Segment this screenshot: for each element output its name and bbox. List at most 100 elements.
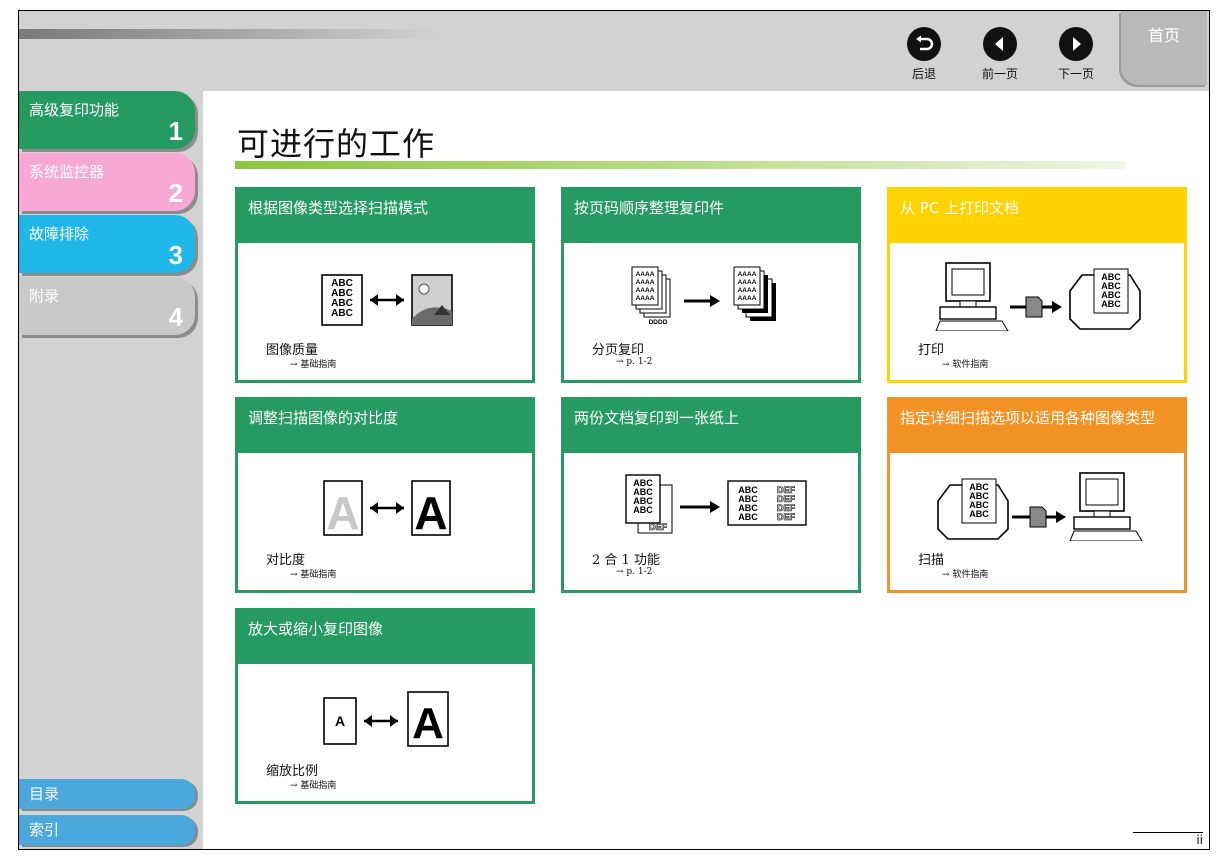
sidebar-item-label: 故障排除 xyxy=(29,225,90,243)
card-body: A A 对比度 → 基础指南 xyxy=(238,453,532,590)
card-scan-options: 指定详细扫描选项以适用各种图像类型 ABC ABC ABC ABC 扫描 → xyxy=(887,397,1187,593)
back-label: 后退 xyxy=(911,67,936,81)
feature-label: 对比度 xyxy=(266,553,306,568)
feature-label: 扫描 xyxy=(918,553,945,568)
reference-link[interactable]: → p. 1-2 xyxy=(616,567,653,577)
sidebar-item-troubleshooting[interactable]: 故障排除 3 xyxy=(19,215,195,273)
card-title: 两份文档复印到一张纸上 xyxy=(564,400,858,453)
def-text: DEF xyxy=(777,512,796,522)
table-of-contents-button[interactable]: 目录 xyxy=(19,779,195,809)
feature-label: 缩放比例 xyxy=(266,764,319,779)
card-zoom: 放大或缩小复印图像 A A 缩放比例 → 基础指南 xyxy=(235,608,535,804)
feature-label: 图像质量 xyxy=(266,343,319,358)
abc-text: ABC xyxy=(738,494,758,504)
abc-text: ABC xyxy=(1101,272,1121,282)
aaaa-text: AAAA xyxy=(636,271,655,278)
sidebar-item-system-monitor[interactable]: 系统监控器 2 xyxy=(19,153,195,211)
feature-label: 打印 xyxy=(918,343,945,358)
abc-text: ABC xyxy=(633,505,653,515)
feature-label: 2 合 1 功能 xyxy=(592,553,660,568)
abc-text: ABC xyxy=(331,278,353,289)
abc-text: ABC xyxy=(738,485,758,495)
aaaa-text: AAAA xyxy=(738,295,757,302)
abc-text: ABC xyxy=(969,509,989,519)
home-button[interactable]: 首页 xyxy=(1121,11,1207,85)
toolbar-gradient-strip xyxy=(19,29,439,39)
sidebar: 高级复印功能 1 系统监控器 2 故障排除 3 附录 4 目录 索引 xyxy=(19,91,203,849)
reference-link[interactable]: → 软件指南 xyxy=(942,570,989,580)
aaaa-text: AAAA xyxy=(636,279,655,286)
def-text: DEF xyxy=(777,494,796,504)
pc-to-printer-illustration: ABC ABC ABC ABC xyxy=(935,262,1141,331)
previous-page-icon xyxy=(983,27,1017,61)
abc-text: ABC xyxy=(969,491,989,501)
abc-text: ABC xyxy=(1101,281,1121,291)
def-text: DEF xyxy=(777,485,796,495)
aaaa-text: AAAA xyxy=(738,287,757,294)
reference-link[interactable]: → 软件指南 xyxy=(942,360,989,370)
card-body: A A 缩放比例 → 基础指南 xyxy=(238,664,532,801)
feature-label: 分页复印 xyxy=(592,343,645,358)
aaaa-text: AAAA xyxy=(738,271,757,278)
abc-text: ABC xyxy=(633,487,653,497)
collate-illustration: AAAA AAAA AAAA AAAA DDDD AAAA AAAA AAAA xyxy=(631,266,776,326)
sidebar-item-number: 3 xyxy=(168,240,183,270)
reference-link[interactable]: → 基础指南 xyxy=(290,360,337,370)
card-scan-mode: 根据图像类型选择扫描模式 ABC ABC ABC ABC 图像质量 → 基础指南 xyxy=(235,187,535,383)
card-body: AAAA AAAA AAAA AAAA DDDD AAAA AAAA AAAA xyxy=(564,243,858,380)
back-button[interactable]: 后退 xyxy=(899,27,949,82)
previous-page-label: 前一页 xyxy=(981,67,1018,81)
sidebar-item-number: 4 xyxy=(168,302,183,332)
sidebar-item-appendix[interactable]: 附录 4 xyxy=(19,277,195,335)
abc-text: ABC xyxy=(738,512,758,522)
card-title: 指定详细扫描选项以适用各种图像类型 xyxy=(890,400,1184,453)
top-toolbar: 后退 前一页 下一页 首页 xyxy=(19,11,1209,91)
sidebar-item-label: 系统监控器 xyxy=(29,163,105,181)
abc-text: ABC xyxy=(633,478,653,488)
aaaa-text: AAAA xyxy=(636,287,655,294)
abc-text: ABC xyxy=(969,482,989,492)
reference-link[interactable]: → p. 1-2 xyxy=(616,357,653,367)
dddd-text: DDDD xyxy=(649,319,668,326)
zoom-illustration: A A xyxy=(323,691,449,748)
card-body: ABC ABC ABC ABC 打印 → 软件指南 xyxy=(890,243,1184,380)
sidebar-item-advanced-copy[interactable]: 高级复印功能 1 xyxy=(19,91,195,149)
next-page-icon xyxy=(1059,27,1093,61)
card-contrast: 调整扫描图像的对比度 A A 对比度 → 基础指南 xyxy=(235,397,535,593)
contrast-illustration: A A xyxy=(323,480,451,539)
index-button[interactable]: 索引 xyxy=(19,815,195,845)
previous-page-button[interactable]: 前一页 xyxy=(975,27,1025,82)
card-print-from-pc: 从 PC 上打印文档 ABC ABC ABC ABC 打印 → 软件指南 xyxy=(887,187,1187,383)
sidebar-item-label: 附录 xyxy=(29,287,60,305)
title-underline xyxy=(235,161,1125,169)
next-page-label: 下一页 xyxy=(1057,67,1094,81)
aaaa-text: AAAA xyxy=(738,279,757,286)
abc-text: ABC xyxy=(1101,290,1121,300)
abc-text: ABC xyxy=(331,288,353,299)
page-frame: 后退 前一页 下一页 首页 高级复印功能 1 系统监控器 2 故障排除 3 xyxy=(18,10,1210,850)
card-title: 根据图像类型选择扫描模式 xyxy=(238,190,532,243)
abc-text: ABC xyxy=(331,298,353,309)
reference-link[interactable]: → 基础指南 xyxy=(290,781,337,791)
sidebar-item-number: 1 xyxy=(168,116,183,146)
card-2-on-1: 两份文档复印到一张纸上 ABC ABC ABC ABC DEF ABC ABC … xyxy=(561,397,861,593)
back-icon xyxy=(907,27,941,61)
abc-text: ABC xyxy=(633,496,653,506)
card-body: ABC ABC ABC ABC 图像质量 → 基础指南 xyxy=(238,243,532,380)
card-title: 放大或缩小复印图像 xyxy=(238,611,532,664)
next-page-button[interactable]: 下一页 xyxy=(1051,27,1101,82)
abc-text: ABC xyxy=(1101,299,1121,309)
abc-text: ABC xyxy=(331,308,353,319)
card-body: ABC ABC ABC ABC 扫描 → 软件指南 xyxy=(890,453,1184,590)
card-collate: 按页码顺序整理复印件 AAAA AAAA AAAA AAAA DDDD xyxy=(561,187,861,383)
small-letter-a: A xyxy=(335,713,345,729)
abc-text: ABC xyxy=(738,503,758,513)
def-text: DEF xyxy=(649,522,668,532)
def-text: DEF xyxy=(777,503,796,513)
two-on-one-illustration: ABC ABC ABC ABC DEF ABC ABC ABC ABC DEF … xyxy=(625,474,807,534)
sidebar-item-label: 高级复印功能 xyxy=(29,101,120,119)
large-letter-a: A xyxy=(412,699,444,748)
aaaa-text: AAAA xyxy=(636,295,655,302)
card-title: 按页码顺序整理复印件 xyxy=(564,190,858,243)
reference-link[interactable]: → 基础指南 xyxy=(290,570,337,580)
